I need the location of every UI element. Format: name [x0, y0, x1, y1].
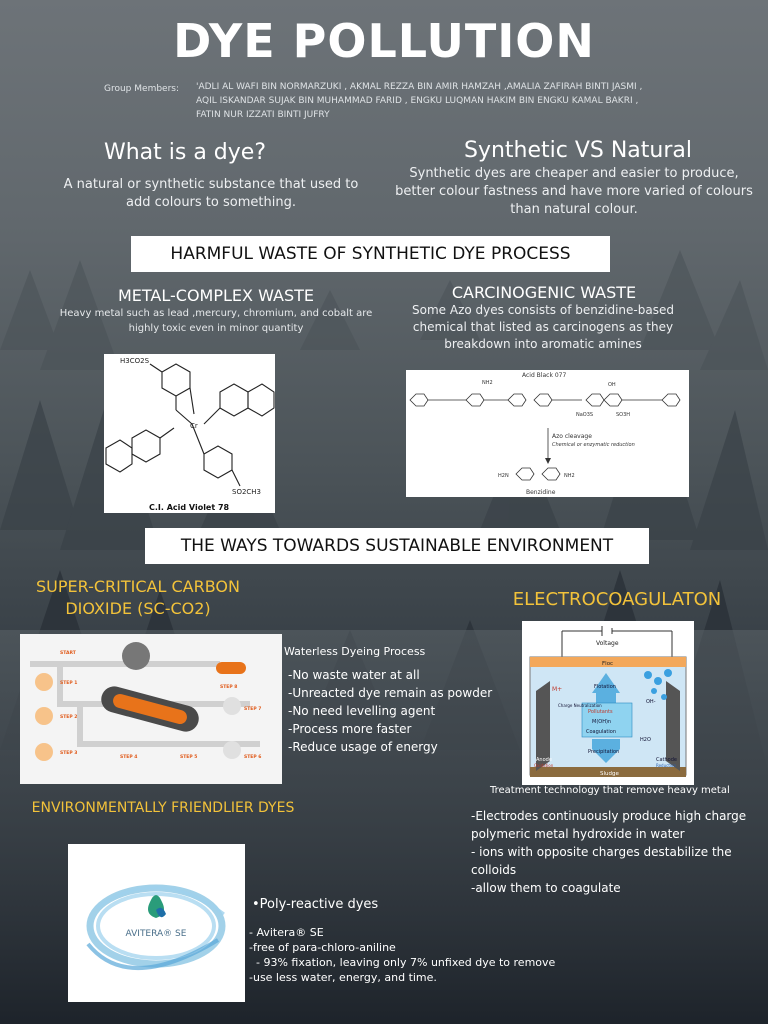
avitera-logo-image: AVITERA® SE [68, 844, 245, 1002]
oh-label: OH [608, 382, 616, 388]
process-step-label: STEP 5 [180, 754, 197, 760]
members-line: AQIL ISKANDAR SUJAK BIN MUHAMMAD FARID ,… [196, 96, 639, 106]
list-item: -Process more faster [288, 722, 412, 736]
structure-caption: C.I. Acid Violet 78 [149, 503, 230, 512]
coagulation-label: Coagulation [586, 729, 616, 735]
list-item: -No need levelling agent [288, 704, 436, 718]
h2o-label: H2O [640, 737, 651, 743]
list-item: - ions with opposite charges destabilize… [471, 845, 732, 877]
charge-neutralization-label: Charge Neutralization [558, 703, 602, 708]
structure-top-label: H3CO2S [120, 357, 150, 365]
acid-violet-structure-image: H3CO2S Cr SO2CH3 C.I. Acid Violet 78 [104, 354, 275, 513]
structure-center-label: Cr [190, 422, 198, 430]
process-start-label: START [60, 650, 77, 656]
pollutants-label: Pollutants [588, 709, 613, 715]
process-step-label: STEP 8 [220, 684, 237, 690]
so3h-label: SO3H [616, 412, 630, 418]
sc-co2-heading: SUPER-CRITICAL CARBON DIOXIDE (SC-CO2) [36, 577, 240, 618]
reduction-label: Reduction [656, 763, 676, 768]
list-item: -Unreacted dye remain as powder [288, 686, 493, 700]
eco-dyes-heading: ENVIRONMENTALLY FRIENDLIER DYES [31, 800, 295, 816]
members-line: 'ADLI AL WAFI BIN NORMARZUKI , AKMAL REZ… [196, 82, 643, 92]
group-members-list: 'ADLI AL WAFI BIN NORMARZUKI , AKMAL REZ… [196, 80, 716, 122]
process-step-label: STEP 3 [60, 750, 77, 756]
flotation-label: Flotation [594, 684, 616, 690]
list-item: -free of para-chloro-aniline [249, 941, 396, 954]
electrocoagulation-heading: ELECTROCOAGULATON [512, 589, 722, 610]
waterless-dyeing-label: Waterless Dyeing Process [284, 645, 426, 658]
cleavage-sub-label: Chemical or enzymatic reduction [552, 442, 635, 448]
poly-reactive-heading: •Poly-reactive dyes [252, 897, 379, 912]
cathode-label: Cathode [656, 757, 677, 763]
page-title: DYE POLLUTION [173, 14, 595, 68]
sc-co2-points: -No waste water at all -Unreacted dye re… [288, 666, 492, 756]
compound-label: Acid Black 077 [522, 372, 566, 379]
h2n-label: H2N [498, 473, 509, 479]
what-is-dye-heading: What is a dye? [103, 140, 267, 165]
process-step-label: STEP 2 [60, 714, 77, 720]
sc-co2-process-image: START STEP 1 STEP 2 STEP 3 STEP 4 STEP 5… [20, 634, 282, 784]
metal-complex-text: Heavy metal such as lead ,mercury, chrom… [59, 308, 373, 334]
mohn-label: M(OH)n [592, 719, 611, 725]
list-item: - 93% fixation, leaving only 7% unfixed … [249, 956, 556, 969]
process-step-label: STEP 7 [244, 706, 261, 712]
treatment-caption: Treatment technology that remove heavy m… [490, 785, 730, 796]
electrocoagulation-points: -Electrodes continuously produce high ch… [471, 807, 761, 897]
eco-dyes-points: - Avitera® SE -free of para-chloro-anili… [249, 925, 579, 985]
structure-bottom-label: SO2CH3 [232, 488, 261, 496]
list-item: -use less water, energy, and time. [249, 971, 437, 984]
list-item: -Reduce usage of energy [288, 740, 438, 754]
azo-cleavage-image: Acid Black 077 NH2 OH NaO3S SO3H Azo cle… [406, 370, 689, 497]
product-label: Benzidine [526, 489, 556, 496]
avitera-logo-text: AVITERA® SE [126, 929, 187, 939]
what-is-dye-text: A natural or synthetic substance that us… [63, 177, 359, 210]
oxidation-label: Oxidation [534, 763, 554, 768]
nao3s-label: NaO3S [576, 412, 593, 418]
list-item: -allow them to coagulate [471, 881, 621, 895]
harmful-waste-banner: HARMFUL WASTE OF SYNTHETIC DYE PROCESS [131, 236, 610, 272]
members-line: FATIN NUR IZZATI BINTI JUFRY [196, 110, 330, 120]
list-item: -No waste water at all [288, 668, 420, 682]
carcinogenic-heading: CARCINOGENIC WASTE [451, 283, 637, 302]
sludge-label: Sludge [600, 771, 619, 777]
floc-label: Floc [602, 661, 613, 667]
group-members-label: Group Members: [104, 84, 180, 94]
voltage-label: Voltage [596, 640, 619, 647]
electrocoagulation-image: Voltage Floc Sludge Flotation Pollutants… [522, 621, 694, 785]
carcinogenic-text: Some Azo dyes consists of benzidine-base… [412, 303, 674, 351]
metal-complex-heading: METAL-COMPLEX WASTE [117, 286, 314, 305]
process-step-label: STEP 4 [120, 754, 137, 760]
m-plus-label: M+ [552, 686, 562, 693]
synthetic-vs-natural-heading: Synthetic VS Natural [463, 138, 692, 163]
oh-minus-label: OH- [646, 699, 656, 705]
cleavage-label: Azo cleavage [552, 433, 592, 440]
list-item: - Avitera® SE [249, 926, 324, 939]
nh2-label: NH2 [482, 380, 493, 386]
anode-label: Anode [536, 757, 552, 763]
product-nh2-label: NH2 [564, 473, 575, 479]
process-step-label: STEP 6 [244, 754, 261, 760]
sustainable-banner: THE WAYS TOWARDS SUSTAINABLE ENVIRONMENT [145, 528, 649, 564]
process-step-label: STEP 1 [60, 680, 77, 686]
list-item: -Electrodes continuously produce high ch… [471, 809, 747, 841]
precipitation-label: Precipitation [588, 749, 619, 755]
synthetic-vs-natural-text: Synthetic dyes are cheaper and easier to… [395, 166, 753, 217]
